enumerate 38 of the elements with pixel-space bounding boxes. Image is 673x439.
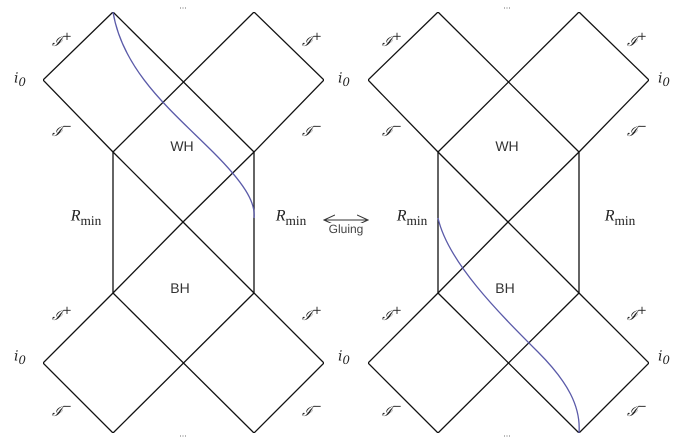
null-infinity-label: ℐ$^{+}$ (627, 305, 647, 323)
edge-label: Gluing (328, 223, 364, 235)
radius-label: R$_{min}$ (604, 208, 636, 228)
region-label: BH (495, 281, 515, 295)
null-infinity-label: ℐ$^{−}$ (382, 121, 402, 139)
ellipsis: ... (179, 430, 187, 438)
ellipsis: ... (503, 430, 511, 438)
radius-label: R$_{min}$ (396, 208, 428, 228)
null-infinity-label: ℐ$^{+}$ (302, 305, 322, 323)
null-infinity-label: ℐ$^{+}$ (302, 31, 322, 49)
spatial-infinity-label: i$_{0}$ (658, 71, 670, 89)
spatial-infinity-label: i$_{0}$ (338, 349, 350, 367)
ellipsis: ... (503, 2, 511, 10)
null-infinity-label: ℐ$^{−}$ (627, 401, 647, 419)
spatial-infinity-label: i$_{0}$ (14, 349, 26, 367)
radius-label: R$_{min}$ (70, 208, 102, 228)
null-infinity-label: ℐ$^{+}$ (52, 31, 72, 49)
ellipsis: ... (179, 2, 187, 10)
spatial-infinity-label: i$_{0}$ (658, 349, 670, 367)
penrose-diagram-drawing (368, 12, 649, 433)
null-infinity-label: ℐ$^{+}$ (382, 305, 402, 323)
null-infinity-label: ℐ$^{−}$ (302, 121, 322, 139)
penrose-diagram-drawing (43, 12, 324, 433)
null-infinity-label: ℐ$^{−}$ (627, 121, 647, 139)
double-arrow (324, 214, 368, 226)
spatial-infinity-label: i$_{0}$ (14, 71, 26, 89)
region-label: WH (495, 139, 519, 153)
null-infinity-label: ℐ$^{+}$ (382, 31, 402, 49)
radius-label: R$_{min}$ (276, 208, 306, 228)
region-label: WH (170, 139, 194, 153)
region-label: BH (170, 281, 190, 295)
null-infinity-label: ℐ$^{−}$ (302, 401, 322, 419)
null-infinity-label: ℐ$^{−}$ (52, 401, 72, 419)
null-infinity-label: ℐ$^{+}$ (627, 31, 647, 49)
spatial-infinity-label: i$_{0}$ (338, 71, 350, 89)
null-infinity-label: ℐ$^{−}$ (52, 121, 72, 139)
null-infinity-label: ℐ$^{+}$ (52, 305, 72, 323)
null-infinity-label: ℐ$^{−}$ (382, 401, 402, 419)
